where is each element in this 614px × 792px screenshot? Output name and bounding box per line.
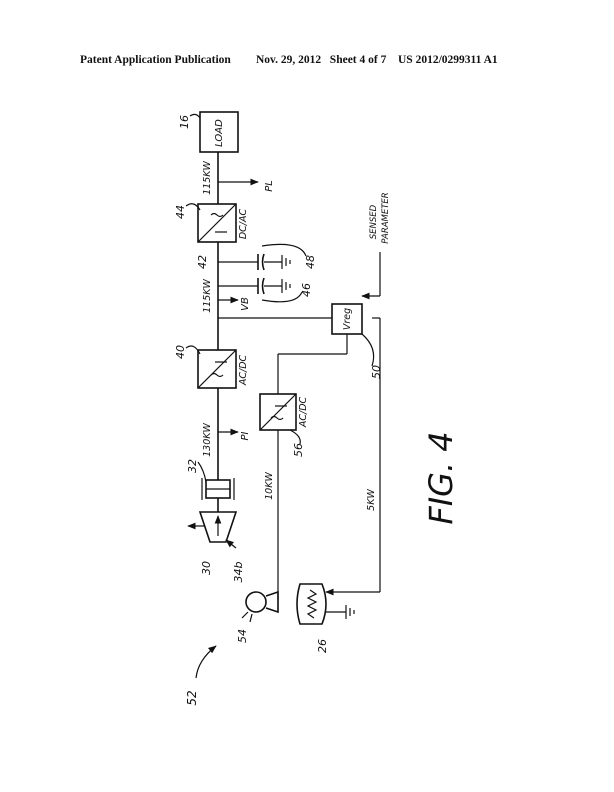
power-115-mid: 115KW (202, 279, 213, 313)
ref-40: 40 (174, 345, 187, 359)
vb-label: VB (240, 297, 251, 311)
ref-52: 52 (185, 690, 199, 705)
ref-30: 30 (200, 561, 213, 575)
ref-34b: 34b (232, 561, 245, 582)
ref-52-arrow (195, 645, 217, 679)
cap46-plate-b (261, 277, 265, 295)
ref-56: 56 (292, 443, 305, 457)
ref-42: 42 (196, 255, 209, 269)
turbine-outlet (225, 539, 237, 549)
heater-26-coil (306, 589, 318, 619)
ref-50-leader (361, 333, 375, 367)
ref-26: 26 (316, 639, 329, 653)
load-label: LOAD (214, 119, 225, 147)
vreg-box (331, 303, 363, 335)
pi-label: PI (240, 431, 251, 440)
ref-32-leader (197, 461, 207, 483)
ref-44-leader (185, 203, 201, 211)
motor-54-ray-1 (241, 611, 249, 619)
ref-16: 16 (178, 115, 191, 129)
ref-56-leader (289, 429, 301, 445)
ref-44: 44 (174, 205, 187, 219)
ref-46: 46 (300, 283, 313, 297)
sensed-label-2: PARAMETER (381, 192, 391, 244)
publication-number: US 2012/0299311 A1 (398, 54, 498, 66)
ref-50: 50 (370, 365, 383, 379)
publication-date: Nov. 29, 2012 Sheet 4 of 7 (256, 54, 386, 66)
page-header: Patent Application Publication Nov. 29, … (0, 54, 614, 70)
power-10: 10KW (264, 472, 275, 500)
acdc-aux-label: AC/DC (298, 396, 309, 428)
vreg-label: Vreg (342, 308, 353, 330)
power-115-top: 115KW (202, 161, 213, 195)
publication-label: Patent Application Publication (80, 54, 231, 66)
figure-caption: FIG. 4 (422, 431, 460, 524)
power-130: 130KW (202, 423, 213, 457)
dcac-label: DC/AC (238, 208, 249, 239)
ref-40-leader (185, 345, 201, 355)
dcac-wave-icon (210, 212, 224, 218)
ref-48: 48 (304, 255, 317, 269)
acdc-main-label: AC/DC (238, 354, 249, 386)
ref-46-leader (261, 291, 303, 303)
motor-54-foot (265, 590, 279, 614)
acdc-aux-diagonal (259, 393, 297, 431)
motor-54 (245, 591, 267, 613)
pl-label: PL (264, 180, 275, 192)
ref-32: 32 (186, 459, 199, 473)
ref-16-leader (189, 113, 201, 119)
ref-48-leader (261, 243, 307, 257)
cap48-plate-b (261, 253, 265, 271)
load-box (199, 111, 239, 153)
acdc-aux-wave-icon (270, 415, 284, 421)
date-text: Nov. 29, 2012 (256, 54, 322, 66)
acdc-main-wave-icon (210, 372, 224, 378)
motor-54-ray-2 (249, 613, 253, 623)
sheet-text: Sheet 4 of 7 (329, 54, 387, 66)
power-5: 5KW (366, 489, 377, 511)
dcac-diagonal (197, 203, 237, 243)
acdc-main-diagonal (197, 349, 237, 389)
sensed-label-1: SENSED (369, 204, 379, 239)
ref-54: 54 (236, 629, 249, 643)
